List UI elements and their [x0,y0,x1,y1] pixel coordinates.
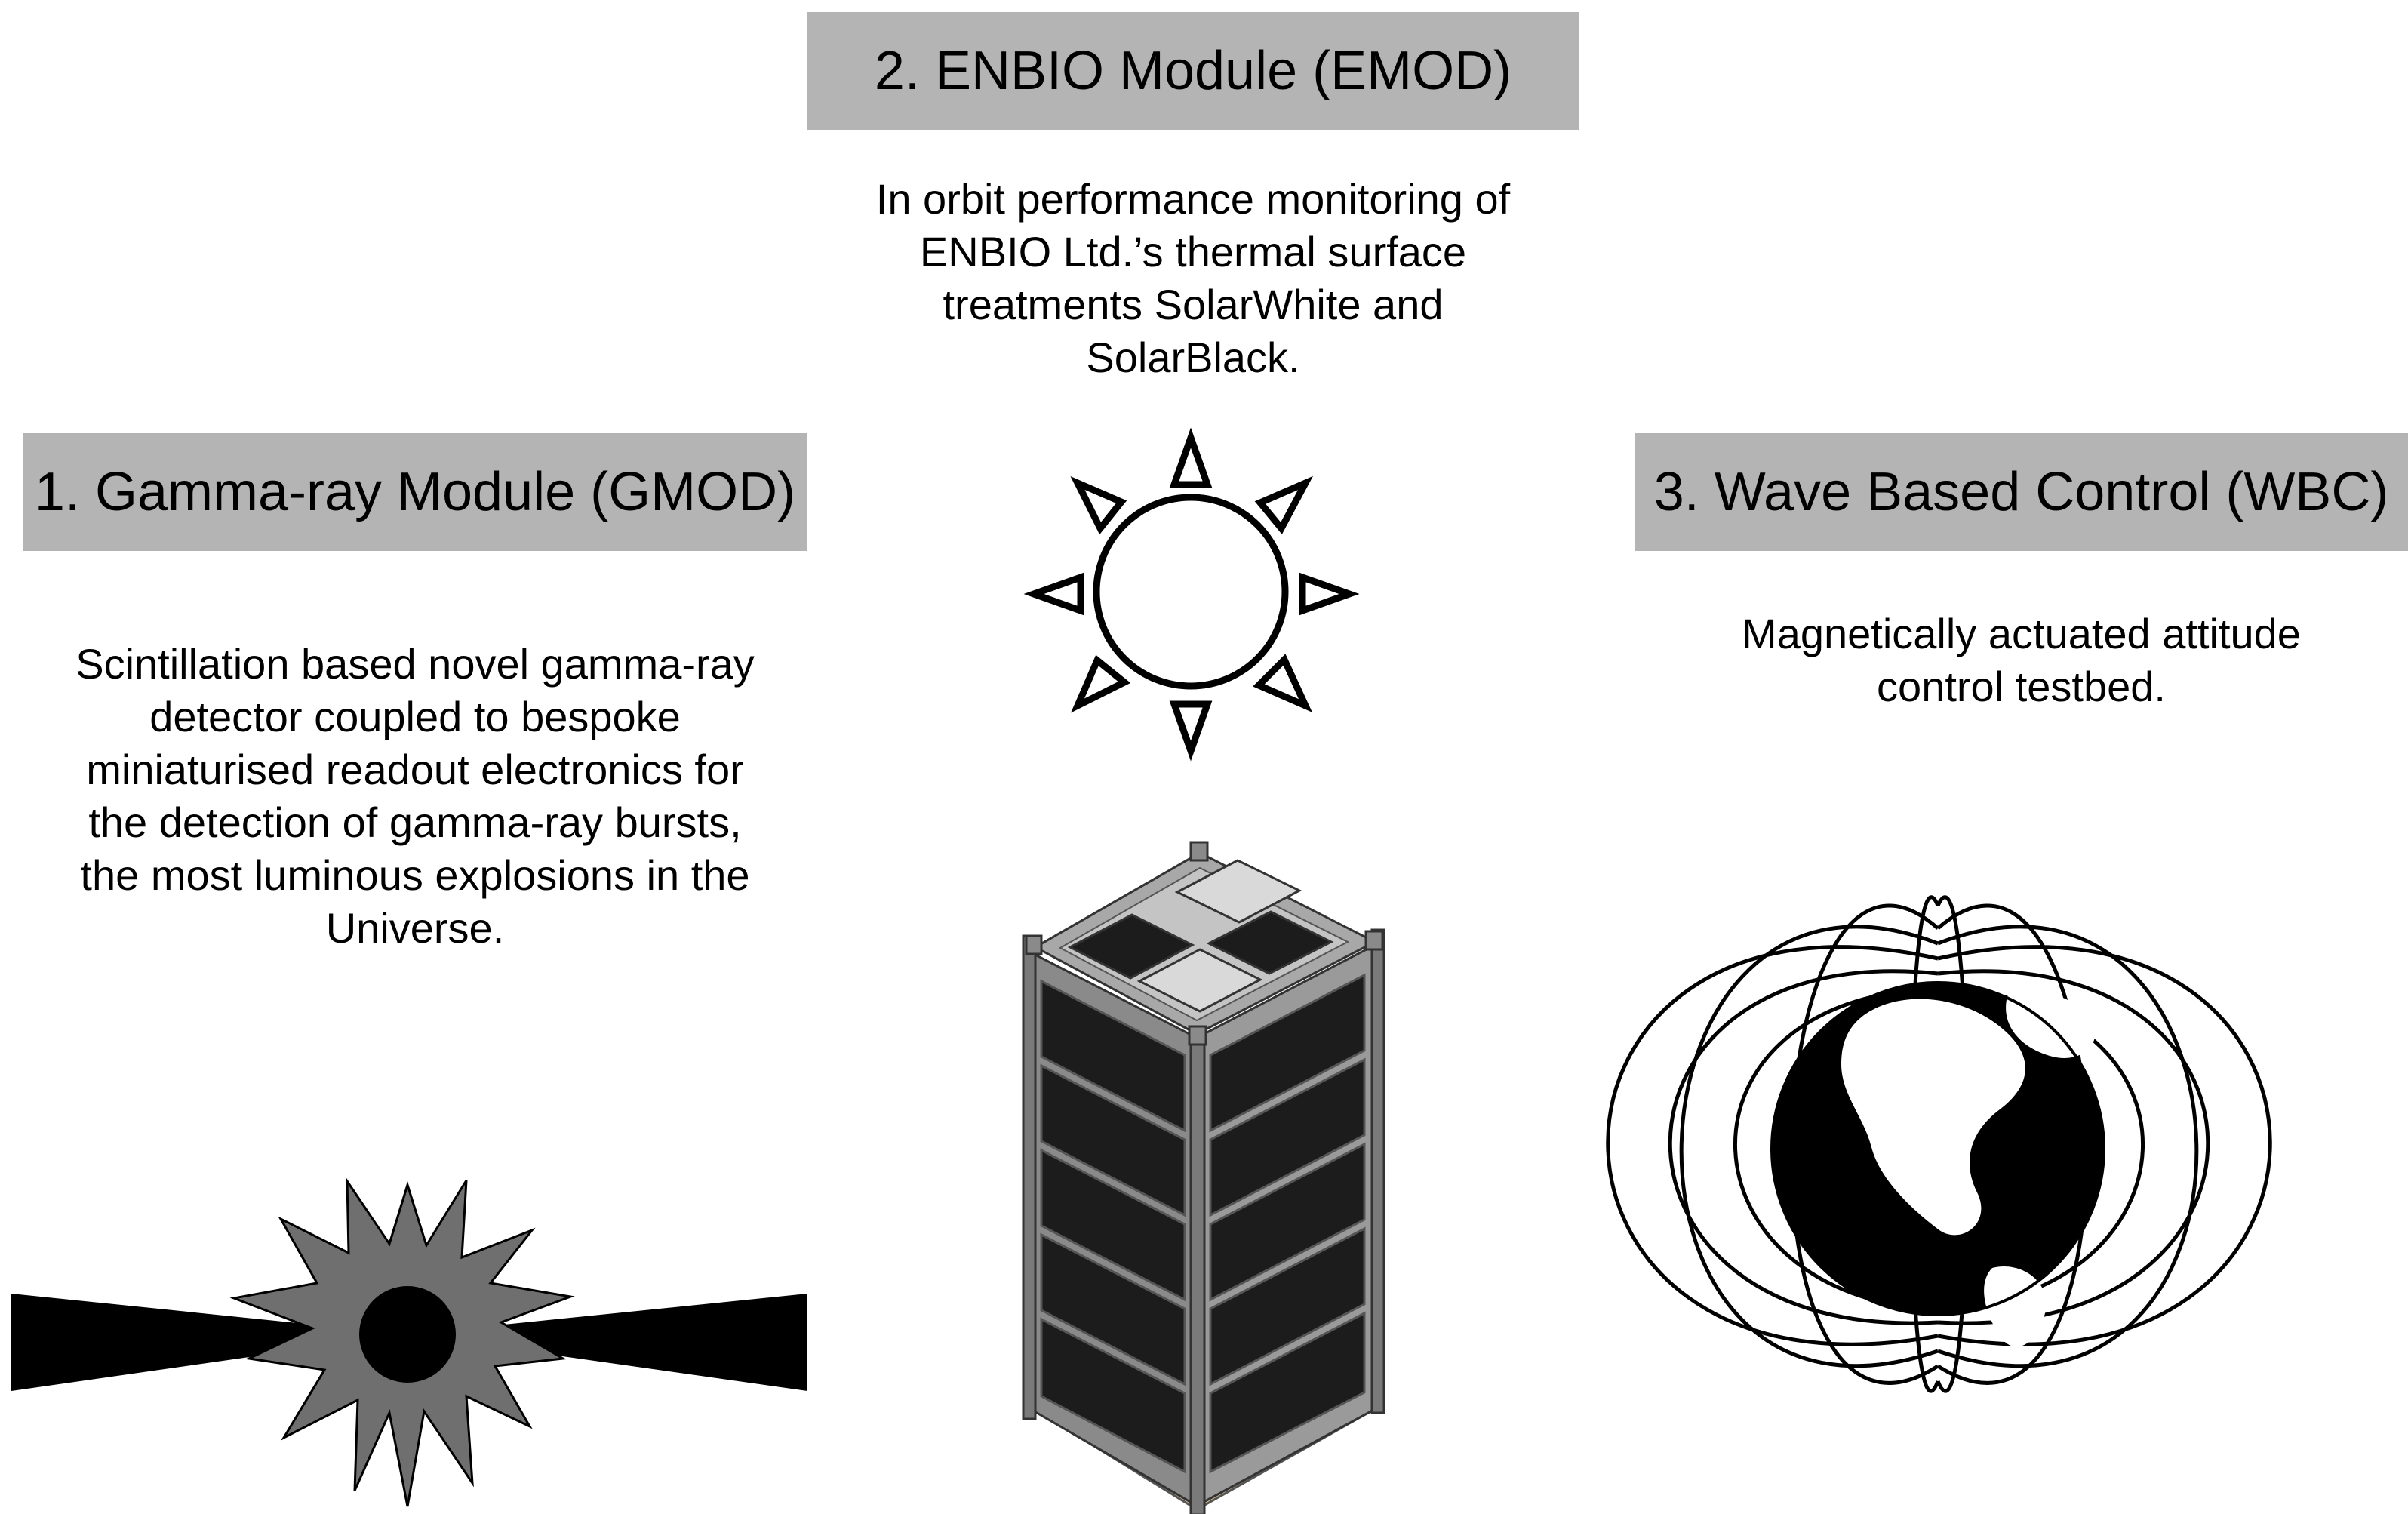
cubesat-post [1025,934,1043,955]
gmod-line: Scintillation based novel gamma-ray [75,640,755,688]
cubesat-post [1364,930,1384,951]
tile-light [1136,948,1263,1013]
left-panel [1040,979,1186,1133]
gmod-line: detector coupled to bespoke [149,693,681,740]
field-line [1937,986,2145,1312]
emod-line: ENBIO Ltd.’s thermal surface [919,228,1467,275]
cubesat-rail [1022,934,1037,1420]
tile-dark [1206,910,1334,975]
wbc-line: control testbed. [1877,663,2166,710]
field-line [1937,945,2272,1346]
cubesat-post [1189,841,1209,862]
cubesat-top-face [1032,851,1378,1035]
field-line [1789,903,1939,1385]
right-panel [1209,1226,1366,1386]
jet-left [11,1294,407,1391]
cubesat-rail [1370,928,1385,1414]
continent-greenland [2006,992,2096,1058]
emod-line: In orbit performance monitoring of [875,175,1511,223]
field-line [1937,925,2199,1368]
cubesat-right-face [1195,941,1379,1508]
field-line [1908,895,1940,1393]
right-panel [1209,1311,1366,1474]
gmod-line: miniaturised readout electronics for [86,746,744,793]
continent-north-america [1841,999,2025,1236]
field-line [1679,925,1939,1368]
left-panel [1040,1148,1186,1302]
field-line [1936,895,1970,1393]
left-panel [1040,1063,1186,1217]
cubesat-base [1034,1390,1375,1511]
cubesat-rail [1189,1026,1206,1514]
emod-line: SolarBlack. [1086,334,1300,381]
continent-south-america [1984,1266,2047,1347]
field-line [1936,903,2089,1385]
gmod-line: the most luminous explosions in the [80,851,750,899]
left-panel [1040,1317,1186,1474]
tile-dark [1067,913,1195,980]
emod-description: In orbit performance monitoring of ENBIO… [807,173,1579,384]
tile-light [1174,859,1302,924]
cubesat-post [1188,1025,1207,1046]
right-panel [1209,973,1366,1133]
gmod-line: Universe. [325,904,505,952]
emod-header: 2. ENBIO Module (EMOD) [807,12,1579,130]
earth-outline [1770,981,2105,1316]
emod-title: 2. ENBIO Module (EMOD) [874,41,1512,101]
cubesat-top-inner [1058,866,1350,1022]
left-panel [1040,1232,1186,1386]
field-line [1606,945,1939,1346]
gmod-header: 1. Gamma-ray Module (GMOD) [23,433,807,551]
cubesat-left-face [1026,949,1198,1508]
wbc-header: 3. Wave Based Control (WBC) [1635,433,2408,551]
field-line [1668,969,1939,1325]
earth-globe [1772,983,2104,1315]
wbc-line: Magnetically actuated attitude [1742,610,2301,657]
right-panel [1209,1142,1366,1302]
wbc-description: Magnetically actuated attitude control t… [1635,608,2408,713]
wbc-title: 3. Wave Based Control (WBC) [1653,462,2389,522]
gmod-title: 1. Gamma-ray Module (GMOD) [34,462,796,522]
field-line [1937,969,2210,1325]
field-line [1733,986,1939,1312]
gmod-line: the detection of gamma-ray bursts, [88,799,742,846]
burst-core [359,1286,456,1383]
right-panel [1209,1057,1366,1217]
jet-right [407,1294,807,1391]
burst-star [229,1177,575,1507]
gmod-description: Scintillation based novel gamma-ray dete… [23,638,807,955]
emod-line: treatments SolarWhite and [943,281,1444,328]
